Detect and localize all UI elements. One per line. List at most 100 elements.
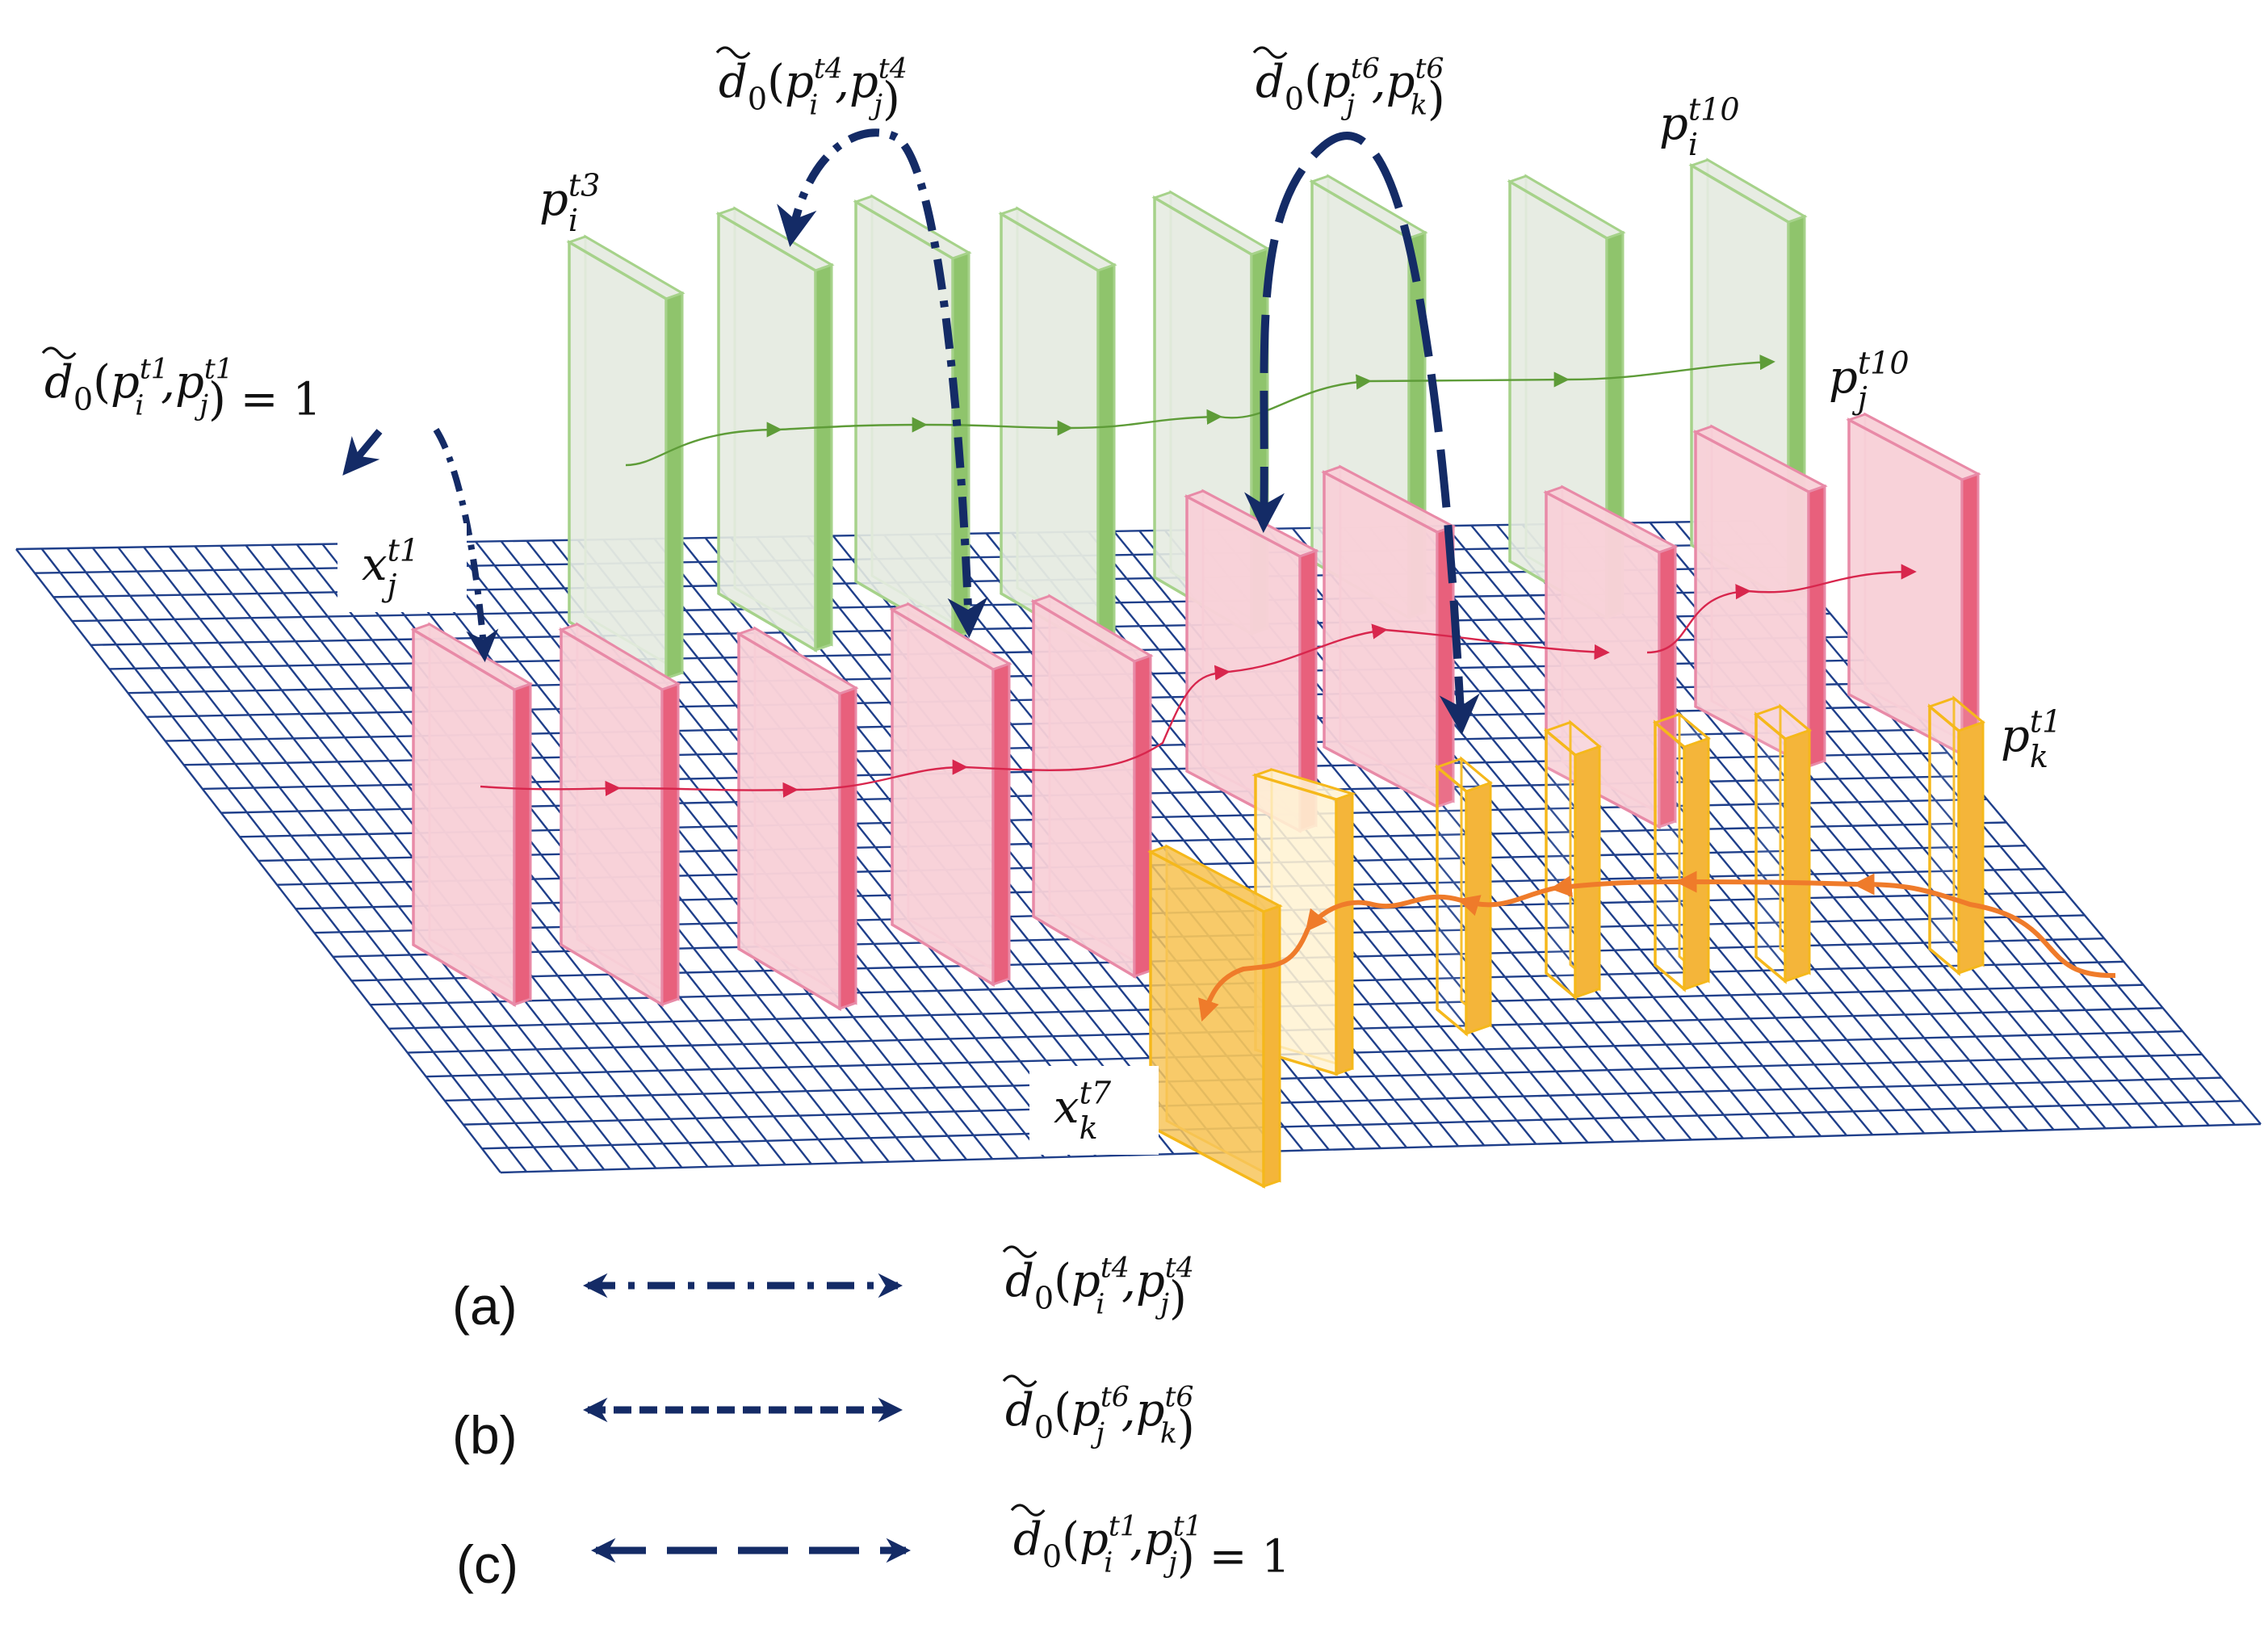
panel-front-face <box>1032 598 1136 980</box>
panel-side-face <box>1574 745 1601 1000</box>
symbol-base: p <box>1659 98 1688 150</box>
symbol-superscript: t3 <box>568 167 601 203</box>
legend: (a) (b) (c) <box>452 1273 912 1594</box>
panel-side-face <box>1262 904 1281 1189</box>
panel-track-j <box>558 622 681 1008</box>
symbol-base: x <box>1054 1081 1080 1134</box>
grid-line <box>296 543 786 1166</box>
grid-line <box>1598 522 2107 1130</box>
track-i-arrow <box>1368 371 1570 388</box>
panel-side-face <box>1658 544 1677 829</box>
track-k-arrow <box>1675 871 1858 893</box>
panel-track-i <box>566 234 685 682</box>
track-j-arrow <box>617 782 799 798</box>
panel-track-j <box>1030 594 1154 980</box>
distance-symbol: d <box>719 56 748 108</box>
legend-key: (a) <box>452 1276 518 1336</box>
distance-arrow-a <box>777 128 988 638</box>
symbol-superscript: t1 <box>388 532 420 568</box>
track-i-arrow <box>625 422 782 467</box>
symbol-base: p <box>539 174 568 226</box>
track-k-arrow <box>1198 927 1310 1022</box>
grid-line <box>449 541 941 1161</box>
track-k-arrow <box>1305 894 1462 933</box>
grid-line <box>1751 520 2262 1125</box>
grid-line <box>91 547 580 1172</box>
panel-front-face <box>1928 703 1960 976</box>
legend-item-b: (b) <box>452 1397 903 1465</box>
symbol-base: p <box>2001 710 2030 762</box>
panel-side-face <box>1133 653 1152 979</box>
tilde-mark <box>1010 1504 1046 1517</box>
symbol-superscript: t7 <box>1080 1075 1112 1110</box>
panel-side-face <box>1784 728 1811 984</box>
panel-front-face <box>737 631 841 1012</box>
symbol-superscript: t10 <box>1688 91 1740 127</box>
distance-symbol: d <box>44 356 73 409</box>
track-j-arrow <box>964 665 1230 771</box>
grid-line <box>40 547 528 1173</box>
track-k-arrow <box>1457 886 1555 917</box>
panel-track-j <box>1692 424 1828 769</box>
symbol-subscript: k <box>2030 739 2048 774</box>
symbol-subscript: k <box>1080 1110 1098 1146</box>
panel-track-j <box>410 622 534 1008</box>
panel-side-face <box>513 682 532 1007</box>
panel-side-face <box>660 682 680 1007</box>
legend-key: (b) <box>452 1405 518 1465</box>
track-i-arrow <box>1069 409 1222 430</box>
distance-arrow-c-right <box>433 427 499 662</box>
panel-front-face <box>1149 850 1265 1189</box>
distance-arrow-b <box>1244 132 1480 735</box>
panel-front-face <box>1000 211 1100 653</box>
label-backdrop <box>1029 1066 1159 1155</box>
panel-track-k <box>1927 695 1985 976</box>
distance-arrows <box>342 128 1480 735</box>
panel-track-k <box>1754 703 1812 984</box>
panel-track-k <box>1653 711 1711 992</box>
symbol-superscript: t1 <box>2030 703 2062 739</box>
panel-side-face <box>1957 720 1985 975</box>
grid-line <box>66 547 554 1172</box>
tilde-mark <box>1002 1374 1038 1387</box>
symbol-base: x <box>362 539 388 591</box>
panel-side-face <box>1807 484 1826 769</box>
symbol-superscript: t10 <box>1858 345 1910 380</box>
panel-front-face <box>1754 711 1787 984</box>
panel-front-face <box>560 627 664 1008</box>
panel-track-k <box>1435 756 1493 1037</box>
panel-side-face <box>1335 791 1354 1076</box>
legend-item-a: (a) <box>452 1273 903 1336</box>
panel-track-j <box>889 602 1012 988</box>
distance-symbol: d <box>1256 56 1285 108</box>
distance-arrow-c-left <box>342 429 383 476</box>
track-i-arrow <box>1566 355 1775 381</box>
panel-track-j <box>1321 464 1457 809</box>
distance-symbol: d <box>1013 1513 1042 1566</box>
panel-side-face <box>838 686 857 1011</box>
panel-side-face <box>814 262 833 652</box>
label-backdrop <box>337 523 467 612</box>
panel-track-i <box>853 194 972 641</box>
panel-front-face <box>568 239 668 682</box>
panel-front-face <box>891 606 995 988</box>
legend-key: (c) <box>456 1534 518 1594</box>
